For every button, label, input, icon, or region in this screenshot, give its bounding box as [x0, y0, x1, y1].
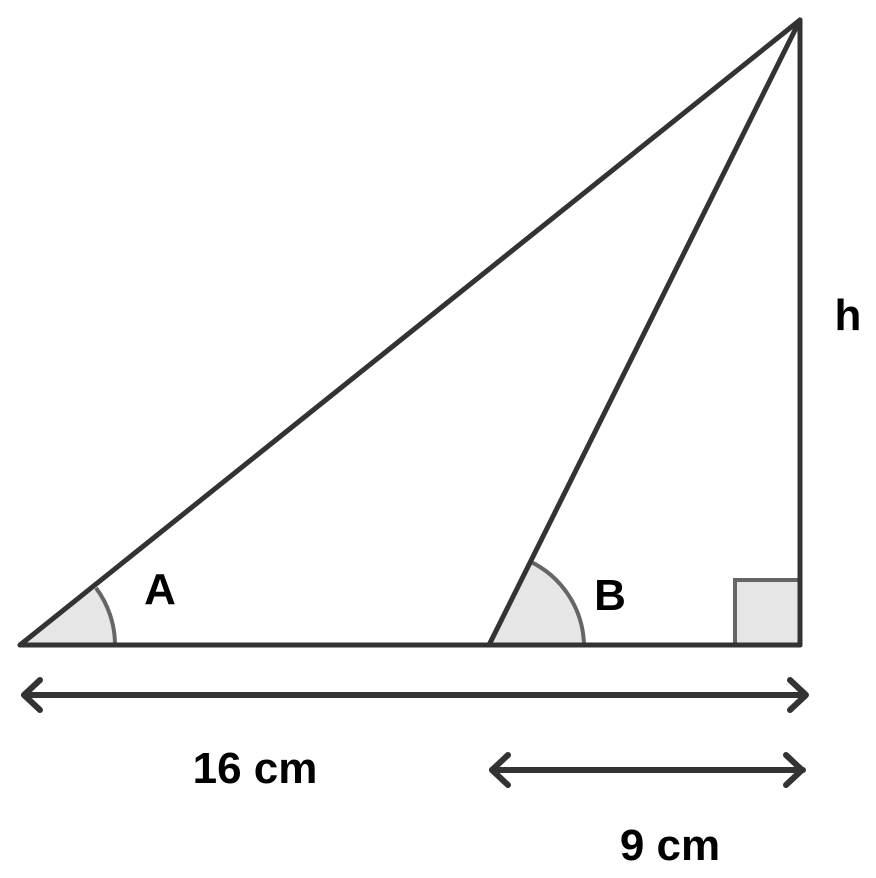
base-total-label: 16 cm [193, 744, 318, 793]
angle-b-label: B [594, 571, 626, 620]
angle-b-marker [489, 561, 584, 645]
dimension-arrow-16cm [21, 677, 809, 713]
right-angle-marker [733, 578, 802, 647]
angle-a-arc [94, 586, 117, 646]
angle-a-label: A [144, 565, 176, 614]
height-label: h [835, 291, 862, 340]
hypotenuse-outer [17, 17, 803, 648]
base-segment-label: 9 cm [620, 821, 720, 870]
angle-a-marker [20, 588, 115, 645]
dimension-arrow-9cm [489, 752, 806, 788]
angle-b-arc [528, 559, 586, 646]
hypotenuse-inner [486, 17, 803, 648]
